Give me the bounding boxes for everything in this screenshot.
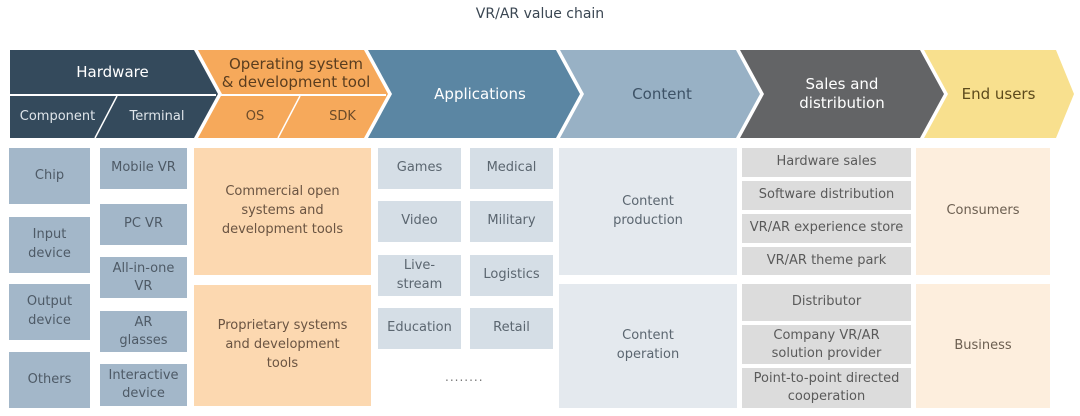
- app-medical: Medical: [470, 148, 553, 189]
- component-input-device: Input device: [9, 217, 90, 273]
- end-user-consumers: Consumers: [916, 148, 1050, 275]
- sales-solution-provider: Company VR/AR solution provider: [742, 325, 911, 364]
- os-slash: [277, 95, 301, 139]
- end-user-business: Business: [916, 284, 1050, 408]
- content-stage-label: Content: [632, 84, 692, 103]
- terminal-pc-vr: PC VR: [100, 204, 187, 245]
- app-military: Military: [470, 201, 553, 242]
- sales-theme-park: VR/AR theme park: [742, 247, 911, 275]
- sales-hardware-sales: Hardware sales: [742, 148, 911, 177]
- component-others: Others: [9, 352, 90, 408]
- app-live-stream: Live-stream: [378, 255, 461, 296]
- os-stage-label: Operating system & development tool: [212, 50, 380, 95]
- os-proprietary: Proprietary systems and development tool…: [194, 285, 371, 406]
- component-sublabel: Component: [19, 108, 96, 124]
- sales-chevron: [740, 50, 944, 138]
- os-commercial-open: Commercial open systems and development …: [194, 148, 371, 275]
- os-stage-label-line2: & development tool: [221, 72, 371, 91]
- os-stage-label-line1: Operating system: [229, 54, 363, 73]
- diagram-title: VR/AR value chain: [475, 6, 605, 22]
- content-operation: Content operation: [559, 284, 737, 408]
- os-sublabel: OS: [245, 108, 265, 124]
- terminal-mobile-vr: Mobile VR: [100, 148, 187, 189]
- terminal-sublabel: Terminal: [129, 108, 185, 124]
- app-logistics: Logistics: [470, 255, 553, 296]
- component-chip: Chip: [9, 148, 90, 204]
- terminal-interactive-device: Interactive device: [100, 364, 187, 406]
- sales-point-to-point: Point-to-point directed cooperation: [742, 368, 911, 408]
- terminal-all-in-one-vr: All-in-one VR: [100, 257, 187, 298]
- hardware-slash: [94, 95, 118, 139]
- content-chevron: [560, 50, 760, 138]
- sales-stage-label: Sales and distribution: [762, 50, 922, 138]
- app-video: Video: [378, 201, 461, 242]
- app-retail: Retail: [470, 308, 553, 349]
- sdk-sublabel: SDK: [329, 108, 356, 124]
- app-games: Games: [378, 148, 461, 189]
- sales-experience-store: VR/AR experience store: [742, 214, 911, 243]
- applications-chevron: [368, 50, 580, 138]
- sales-distributor: Distributor: [742, 284, 911, 321]
- sales-stage-label-line1: Sales and: [805, 75, 879, 94]
- terminal-ar-glasses: AR glasses: [100, 311, 187, 352]
- value-chain-arrows: [10, 50, 1074, 139]
- app-education: Education: [378, 308, 461, 349]
- applications-more-ellipsis: ........: [445, 370, 484, 384]
- hardware-stage-label: Hardware: [76, 63, 149, 82]
- sales-stage-label-line2: distribution: [799, 94, 885, 112]
- applications-stage-label: Applications: [434, 84, 526, 103]
- end-users-chevron: [924, 50, 1074, 138]
- content-production: Content production: [559, 148, 737, 275]
- end-users-stage-label: End users: [961, 84, 1036, 103]
- sales-software-distribution: Software distribution: [742, 181, 911, 210]
- component-output-device: Output device: [9, 284, 90, 340]
